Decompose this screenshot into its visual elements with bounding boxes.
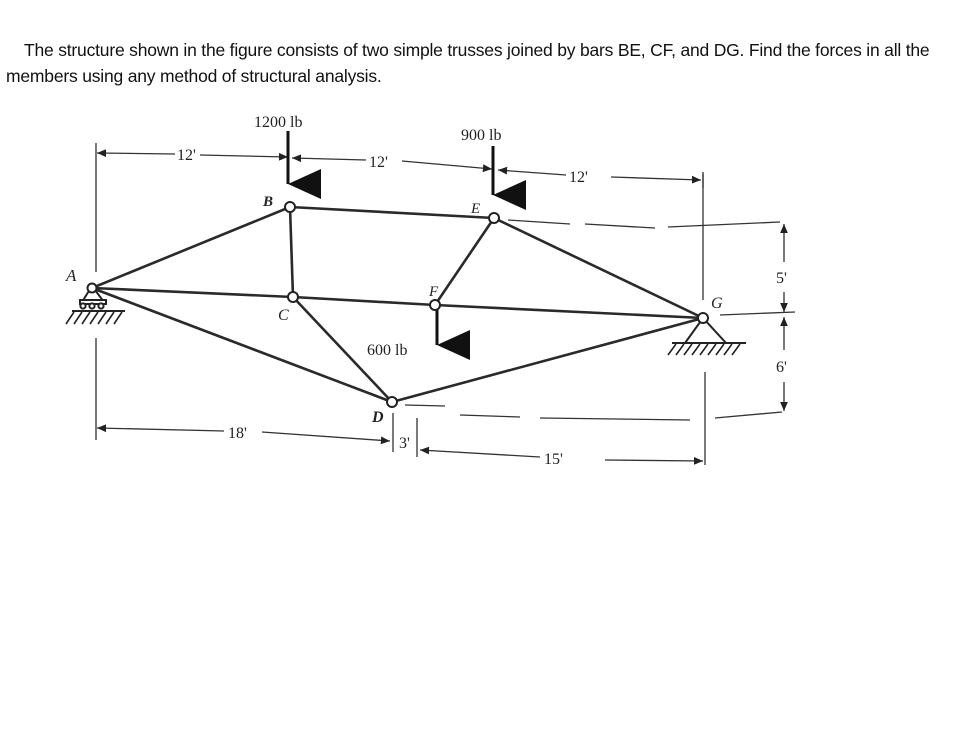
joint-E (488, 212, 500, 224)
member-FG (434, 303, 704, 320)
joint-F (429, 299, 441, 311)
support-G-pin (667, 316, 746, 356)
node-label-A: A (65, 266, 77, 285)
support-A-roller (65, 284, 125, 325)
node-label-G: G (711, 295, 723, 312)
member-BC (288, 206, 295, 298)
node-label-F: F (428, 284, 439, 300)
node-label-C: C (278, 307, 289, 324)
member-AC (91, 286, 294, 299)
node-label-B: B (262, 194, 273, 210)
dim-top-1: 12' (177, 147, 196, 164)
joint-G (697, 312, 709, 324)
joint-C (287, 291, 299, 303)
member-CF (292, 295, 436, 307)
loads (286, 131, 526, 360)
joint-D (386, 396, 398, 408)
node-label-D: D (371, 409, 384, 426)
dim-top-3: 12' (569, 169, 588, 186)
dim-right-2: 6' (776, 359, 787, 376)
node-label-E: E (470, 201, 480, 217)
load-label-B: 1200 lb (254, 114, 302, 131)
member-CD (292, 296, 393, 403)
dimension-lines (95, 143, 796, 465)
problem-text: The structure shown in the figure consis… (6, 40, 930, 86)
dim-right-1: 5' (776, 270, 787, 287)
member-AB (91, 205, 291, 290)
member-EF (433, 217, 496, 306)
load-label-E: 900 lb (461, 127, 501, 144)
load-label-F: 600 lb (367, 342, 407, 359)
joint-B (284, 201, 296, 213)
dim-bottom-1: 18' (228, 425, 247, 442)
dim-bottom-3: 15' (544, 451, 563, 468)
problem-statement: The structure shown in the figure consis… (6, 37, 968, 89)
dim-bottom-2: 3' (399, 435, 410, 452)
member-AD (91, 286, 393, 404)
member-BE (289, 205, 495, 220)
member-EG (493, 216, 704, 320)
truss-members (91, 205, 704, 404)
member-DG (391, 316, 704, 404)
dim-top-2: 12' (369, 154, 388, 171)
joints (86, 201, 709, 408)
joint-A (86, 282, 98, 294)
